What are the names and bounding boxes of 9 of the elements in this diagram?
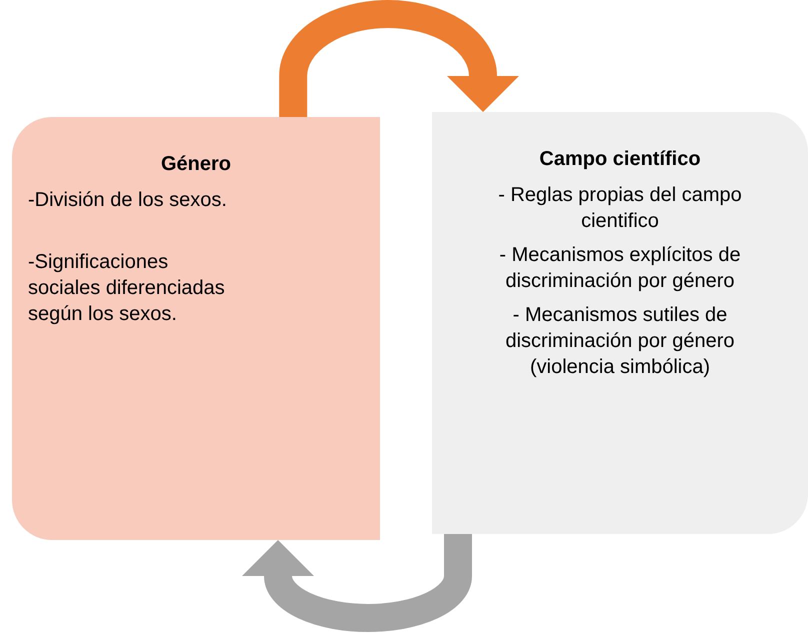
- box-heading: Género: [160, 152, 232, 177]
- content-box: [12, 117, 380, 540]
- bullet-text: -División de los sexos.: [28, 188, 228, 213]
- box-heading: Campo científico: [538, 147, 702, 172]
- bullet-text: -Significaciones sociales diferenciadas según los sexos.: [28, 250, 226, 327]
- bullet-text: - Mecanismos sutiles de discriminación por género (violencia simbólica): [504, 303, 736, 380]
- content-box: [432, 112, 808, 534]
- bullet-text: - Reglas propias del campo cientifico: [497, 183, 743, 234]
- bullet-text: - Mecanismos explícitos de discriminación por género: [498, 243, 742, 294]
